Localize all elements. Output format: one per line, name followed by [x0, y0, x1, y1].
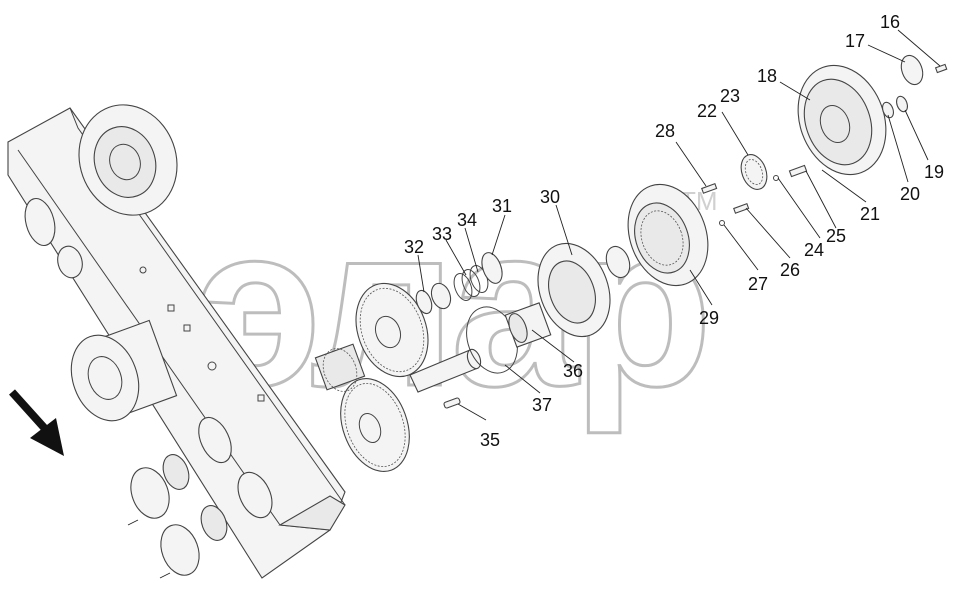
bolts: [701, 164, 808, 226]
wheel-hub: [797, 64, 887, 176]
small-gear-23: [740, 154, 768, 190]
callout-26: 26: [780, 260, 800, 280]
callout-22: 22: [697, 101, 717, 121]
main-housing: [7, 107, 346, 579]
callout-17: 17: [845, 31, 865, 51]
callout-31: 31: [492, 196, 512, 216]
upper-hub: [78, 104, 178, 216]
hub-cap-parts: [882, 54, 948, 119]
callout-20: 20: [900, 184, 920, 204]
callout-36: 36: [563, 361, 583, 381]
callout-33: 33: [432, 224, 452, 244]
callout-30: 30: [540, 187, 560, 207]
lower-hub: [70, 319, 178, 422]
callout-27: 27: [748, 274, 768, 294]
output-shaft: [409, 348, 482, 393]
watermark: элар TM: [194, 176, 718, 436]
callout-35: 35: [480, 430, 500, 450]
callout-23: 23: [720, 86, 740, 106]
callout-16: 16: [880, 12, 900, 32]
callout-32: 32: [404, 237, 424, 257]
gear-lower: [340, 378, 410, 472]
leader-lines: [417, 29, 941, 421]
watermark-text: элар: [195, 177, 707, 434]
lower-flanges: [127, 454, 228, 579]
callout-18: 18: [757, 66, 777, 86]
callout-37: 37: [532, 395, 552, 415]
callout-19: 19: [924, 162, 944, 182]
callout-24: 24: [804, 240, 824, 260]
planetary-housing: [627, 183, 709, 287]
callout-29: 29: [699, 308, 719, 328]
callouts: 16 17 18 19 20 21 22 23 24 25 26 27 28 2…: [404, 12, 944, 450]
callout-25: 25: [826, 226, 846, 246]
carrier-assembly: [504, 242, 631, 348]
callout-34: 34: [457, 210, 477, 230]
dowel-pin: [443, 397, 461, 409]
direction-arrow-icon: [9, 389, 64, 456]
gear-upper: [355, 282, 429, 378]
bearings-rings: [415, 252, 518, 374]
callout-28: 28: [655, 121, 675, 141]
callout-21: 21: [860, 204, 880, 224]
pinion-shaft: [314, 343, 366, 392]
